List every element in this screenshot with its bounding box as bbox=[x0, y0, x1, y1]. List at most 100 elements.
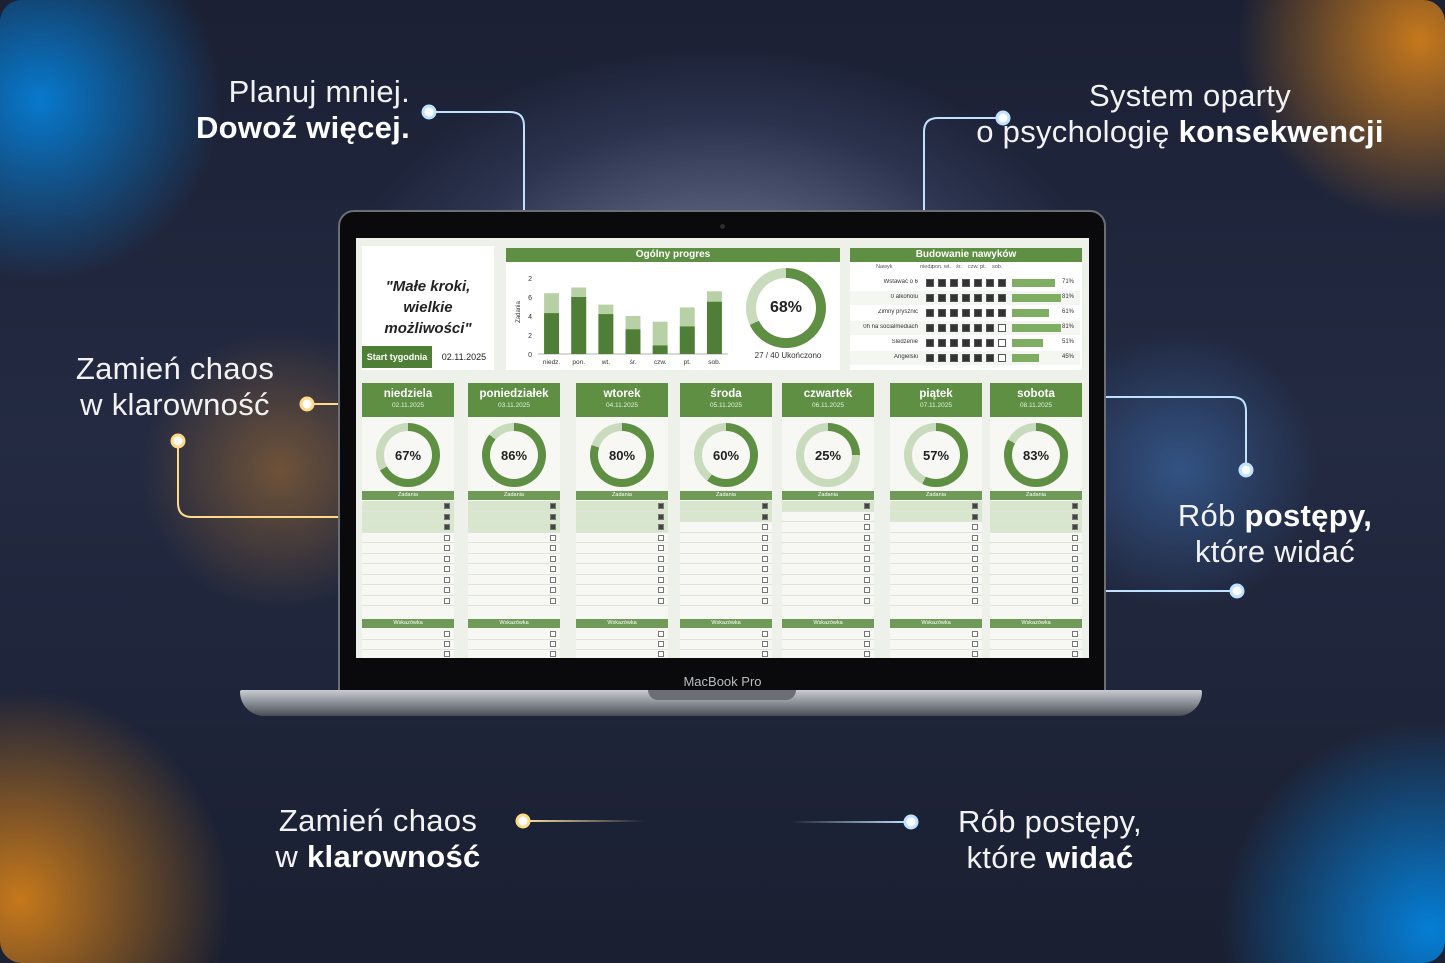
task-row[interactable] bbox=[990, 585, 1082, 596]
task-row[interactable] bbox=[362, 554, 454, 564]
note-row[interactable] bbox=[362, 649, 454, 658]
habit-checkbox[interactable] bbox=[938, 354, 946, 362]
habit-checkbox[interactable] bbox=[998, 309, 1006, 317]
task-row[interactable] bbox=[680, 554, 772, 564]
note-row[interactable] bbox=[468, 629, 560, 640]
task-checkbox[interactable] bbox=[444, 566, 450, 572]
note-row[interactable] bbox=[782, 649, 874, 658]
habit-checkbox[interactable] bbox=[974, 309, 982, 317]
task-checkbox[interactable] bbox=[1072, 597, 1078, 604]
note-checkbox[interactable] bbox=[972, 631, 978, 637]
habit-checkbox[interactable] bbox=[962, 279, 970, 287]
task-row[interactable] bbox=[782, 522, 874, 533]
task-checkbox[interactable] bbox=[972, 566, 978, 572]
task-row[interactable] bbox=[576, 511, 668, 522]
task-row[interactable] bbox=[362, 511, 454, 522]
habit-checkbox[interactable] bbox=[926, 294, 934, 302]
note-row[interactable] bbox=[362, 639, 454, 650]
task-checkbox[interactable] bbox=[444, 503, 450, 509]
note-checkbox[interactable] bbox=[658, 631, 664, 637]
note-checkbox[interactable] bbox=[972, 641, 978, 647]
task-checkbox[interactable] bbox=[864, 566, 870, 572]
task-row[interactable] bbox=[680, 501, 772, 512]
task-row[interactable] bbox=[890, 522, 982, 533]
task-row[interactable] bbox=[782, 501, 874, 512]
task-row[interactable] bbox=[990, 554, 1082, 564]
habit-checkbox[interactable] bbox=[938, 324, 946, 332]
task-checkbox[interactable] bbox=[864, 587, 870, 593]
task-checkbox[interactable] bbox=[762, 534, 768, 541]
note-row[interactable] bbox=[680, 629, 772, 640]
task-checkbox[interactable] bbox=[762, 545, 768, 551]
habit-checkbox[interactable] bbox=[998, 279, 1006, 287]
habit-checkbox[interactable] bbox=[950, 324, 958, 332]
task-checkbox[interactable] bbox=[1072, 576, 1078, 583]
habit-checkbox[interactable] bbox=[998, 354, 1006, 362]
task-row[interactable] bbox=[468, 543, 560, 554]
task-checkbox[interactable] bbox=[1072, 555, 1078, 562]
habit-checkbox[interactable] bbox=[998, 294, 1006, 302]
task-checkbox[interactable] bbox=[550, 555, 556, 562]
note-checkbox[interactable] bbox=[658, 641, 664, 647]
task-row[interactable] bbox=[468, 533, 560, 543]
habit-checkbox[interactable] bbox=[998, 339, 1006, 347]
note-row[interactable] bbox=[576, 649, 668, 658]
task-checkbox[interactable] bbox=[658, 524, 664, 530]
task-row[interactable] bbox=[468, 511, 560, 522]
task-row[interactable] bbox=[782, 596, 874, 606]
task-checkbox[interactable] bbox=[658, 566, 664, 572]
note-row[interactable] bbox=[576, 629, 668, 640]
note-row[interactable] bbox=[680, 639, 772, 650]
task-checkbox[interactable] bbox=[550, 566, 556, 572]
task-checkbox[interactable] bbox=[972, 503, 978, 509]
task-row[interactable] bbox=[890, 543, 982, 554]
habit-checkbox[interactable] bbox=[986, 309, 994, 317]
task-row[interactable] bbox=[468, 585, 560, 596]
task-row[interactable] bbox=[990, 596, 1082, 606]
note-checkbox[interactable] bbox=[444, 651, 450, 657]
note-row[interactable] bbox=[362, 629, 454, 640]
note-row[interactable] bbox=[890, 629, 982, 640]
habit-checkbox[interactable] bbox=[926, 324, 934, 332]
task-row[interactable] bbox=[990, 564, 1082, 575]
habit-checkbox[interactable] bbox=[938, 309, 946, 317]
task-row[interactable] bbox=[468, 501, 560, 512]
note-checkbox[interactable] bbox=[864, 631, 870, 637]
task-row[interactable] bbox=[576, 596, 668, 606]
task-row[interactable] bbox=[990, 575, 1082, 585]
task-row[interactable] bbox=[362, 522, 454, 533]
task-row[interactable] bbox=[362, 564, 454, 575]
task-checkbox[interactable] bbox=[1072, 566, 1078, 572]
habit-checkbox[interactable] bbox=[926, 309, 934, 317]
habit-checkbox[interactable] bbox=[938, 279, 946, 287]
task-checkbox[interactable] bbox=[762, 513, 768, 520]
note-checkbox[interactable] bbox=[762, 641, 768, 647]
task-checkbox[interactable] bbox=[972, 524, 978, 530]
task-row[interactable] bbox=[362, 585, 454, 596]
note-row[interactable] bbox=[890, 649, 982, 658]
task-checkbox[interactable] bbox=[444, 524, 450, 530]
task-checkbox[interactable] bbox=[864, 576, 870, 583]
task-row[interactable] bbox=[362, 543, 454, 554]
habit-checkbox[interactable] bbox=[950, 339, 958, 347]
task-row[interactable] bbox=[680, 596, 772, 606]
task-row[interactable] bbox=[680, 511, 772, 522]
task-row[interactable] bbox=[990, 533, 1082, 543]
task-row[interactable] bbox=[890, 596, 982, 606]
note-checkbox[interactable] bbox=[1072, 631, 1078, 637]
task-row[interactable] bbox=[782, 564, 874, 575]
habit-checkbox[interactable] bbox=[986, 354, 994, 362]
task-row[interactable] bbox=[890, 585, 982, 596]
habit-checkbox[interactable] bbox=[926, 339, 934, 347]
task-checkbox[interactable] bbox=[1072, 503, 1078, 509]
task-checkbox[interactable] bbox=[972, 513, 978, 520]
start-date-field[interactable]: 02.11.2025 bbox=[434, 346, 494, 368]
note-checkbox[interactable] bbox=[1072, 651, 1078, 657]
task-row[interactable] bbox=[576, 585, 668, 596]
task-checkbox[interactable] bbox=[658, 587, 664, 593]
task-row[interactable] bbox=[782, 512, 874, 522]
task-checkbox[interactable] bbox=[762, 555, 768, 562]
habit-checkbox[interactable] bbox=[974, 339, 982, 347]
task-checkbox[interactable] bbox=[864, 503, 870, 509]
task-checkbox[interactable] bbox=[444, 555, 450, 562]
